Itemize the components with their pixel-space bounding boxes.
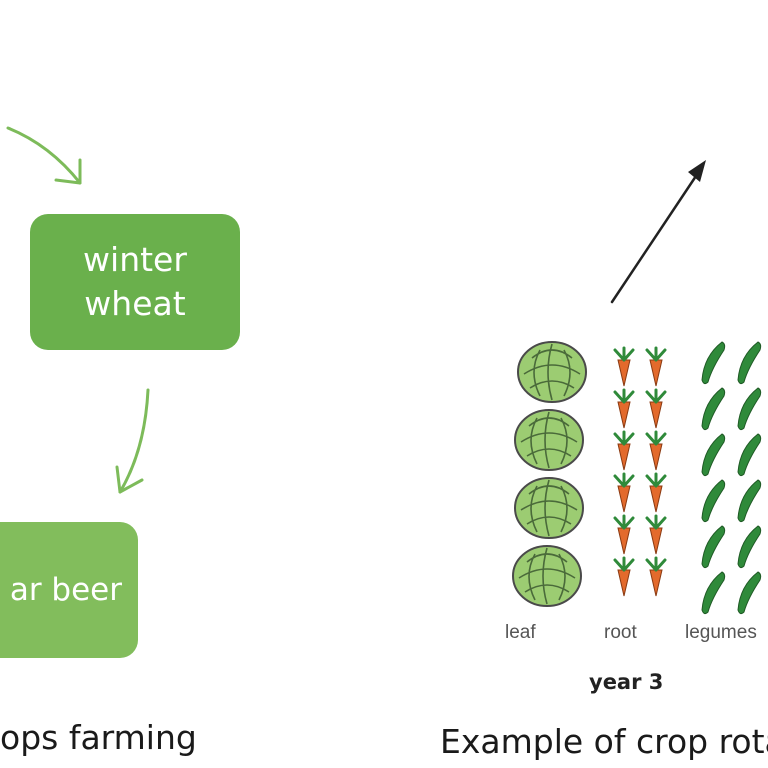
carrot-icon (645, 346, 667, 388)
pea-pod-icon (737, 525, 762, 569)
cabbage-column (512, 341, 587, 607)
carrot-icon (613, 514, 635, 556)
cabbage-icon (514, 477, 584, 539)
pea-pod-icon (701, 525, 726, 569)
cabbage-icon (512, 545, 582, 607)
carrot-icon (645, 472, 667, 514)
pea-column-2 (737, 341, 762, 615)
carrot-icon (613, 472, 635, 514)
pea-pod-icon (701, 433, 726, 477)
pea-pod-icon (701, 479, 726, 523)
right-caption: Example of crop rota (440, 722, 768, 761)
carrot-column-2 (645, 346, 667, 598)
cycle-arrow-to-winter-wheat-head (54, 158, 82, 185)
pea-pod-icon (701, 571, 726, 615)
pea-pod-icon (737, 387, 762, 431)
row-label-root: root (604, 622, 637, 643)
rotation-arrow (610, 168, 702, 304)
cabbage-icon (517, 341, 587, 403)
pea-pod-icon (737, 341, 762, 385)
cycle-arrow-to-sugar-beet-head (115, 465, 144, 494)
pea-pod-icon (701, 387, 726, 431)
carrot-column-1 (613, 346, 635, 598)
row-label-leaf: leaf (505, 622, 536, 643)
carrot-icon (645, 388, 667, 430)
carrot-icon (613, 346, 635, 388)
cycle-arrow-to-sugar-beet (118, 388, 150, 494)
sugar-beet-box: ar beer (0, 522, 138, 658)
carrot-icon (613, 388, 635, 430)
carrot-icon (613, 430, 635, 472)
year-label: year 3 (589, 670, 664, 694)
carrot-icon (645, 430, 667, 472)
cycle-arrow-to-winter-wheat (6, 126, 82, 185)
carrot-icon (613, 556, 635, 598)
pea-pod-icon (737, 571, 762, 615)
left-caption: ops farming (0, 718, 197, 757)
pea-column-1 (701, 341, 726, 615)
pea-pod-icon (737, 479, 762, 523)
sugar-beet-label: ar beer (9, 572, 122, 608)
pea-pod-icon (737, 433, 762, 477)
rotation-arrow-head (688, 160, 706, 182)
carrot-icon (645, 514, 667, 556)
row-label-legumes: legumes (685, 622, 757, 643)
pea-pod-icon (701, 341, 726, 385)
cabbage-icon (514, 409, 584, 471)
carrot-icon (645, 556, 667, 598)
winter-wheat-box: winter wheat (30, 214, 240, 350)
winter-wheat-label: winter wheat (83, 240, 187, 323)
